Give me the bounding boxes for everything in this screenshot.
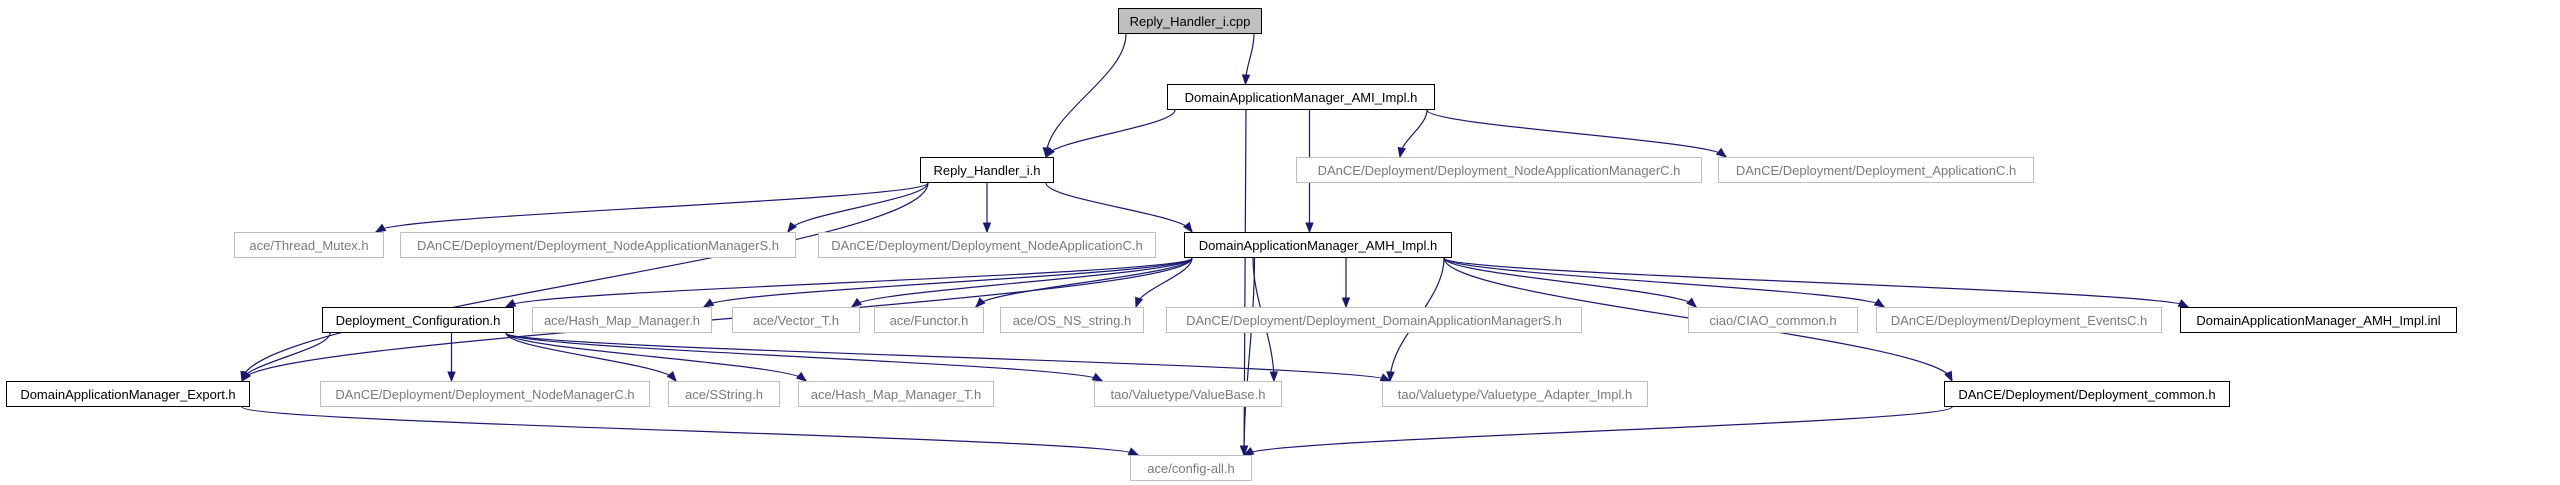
arrowhead-dam_amh_impl_h-to-config_all_h [1239,445,1249,457]
node-tao-valuetype-valuetype-adapter-impl-h: tao/Valuetype/Valuetype_Adapter_Impl.h [1382,381,1648,407]
arrowhead-deploy_config_h-to-sstring_h [666,371,677,383]
node-reply-handler-cpp[interactable]: Reply_Handler_i.cpp [1118,8,1262,34]
node-ace-hash-map-manager-h: ace/Hash_Map_Manager.h [532,307,712,333]
node-ace-thread-mutex-h: ace/Thread_Mutex.h [234,232,384,258]
arrowhead-dam_amh_impl_h-to-eventsc_h [1873,298,1886,308]
arrowhead-dam_ami_impl_h-to-nam_c_h [1397,146,1406,159]
arrowhead-dam_amh_impl_h-to-dam_amh_impl_inl [2177,299,2190,308]
edge-dam_ami_impl_h-to-config_all_h [1243,109,1247,456]
node-ace-config-all-h: ace/config-all.h [1130,455,1252,481]
node-tao-valuetype-valuebase-h: tao/Valuetype/ValueBase.h [1094,381,1282,407]
arrowhead-dam_amh_impl_h-to-vector_t_h [850,297,863,308]
edge-reply_handler_cpp-to-reply_handler_h [1045,33,1127,158]
node-reply-handler-h[interactable]: Reply_Handler_i.h [920,157,1054,183]
arrowhead-deploy_config_h-to-nodemanagerc_h [447,371,456,383]
node-ace-sstring-h: ace/SString.h [668,381,780,407]
node-domainapplicationmanager-amh-impl-h[interactable]: DomainApplicationManager_AMH_Impl.h [1184,232,1452,258]
arrowhead-dam_amh_impl_h-to-os_ns_string_h [1135,296,1144,309]
edge-reply_handler_h-to-nam_s_h [787,182,929,233]
node-domainapplicationmanager-amh-impl-inl[interactable]: DomainApplicationManager_AMH_Impl.inl [2180,307,2457,333]
node-ace-os-ns-string-h: ace/OS_NS_string.h [1000,307,1144,333]
edge-dam_amh_impl_h-to-config_all_h [1243,257,1256,456]
arrowhead-dam_export_h-to-config_all_h [1127,447,1140,456]
node-deployment-nodeapplicationmanagerc-h: DAnCE/Deployment/Deployment_NodeApplicat… [1296,157,1702,183]
node-deployment-nodeapplicationmanagers-h: DAnCE/Deployment/Deployment_NodeApplicat… [400,232,796,258]
arrowhead-dam_ami_impl_h-to-dam_amh_impl_h [1305,222,1314,234]
edge-reply_handler_h-to-dam_amh_impl_h [1045,182,1193,233]
arrowhead-deploy_config_h-to-hash_map_manager_t_h [795,371,808,382]
edge-dam_amh_impl_h-to-dam_amh_impl_inl [1443,257,2189,308]
edge-reply_handler_h-to-dam_export_h [241,182,929,382]
edge-deploy_config_h-to-valuetype_adapter_impl_h [505,332,1391,382]
node-ciao-common-h: ciao/CIAO_common.h [1688,307,1858,333]
arrowhead-reply_handler_h-to-thread_mutex_h [374,223,387,233]
arrowhead-dam_amh_impl_h-to-hash_map_manager_h [702,298,715,308]
node-deployment-common-h[interactable]: DAnCE/Deployment/Deployment_common.h [1944,381,2230,407]
arrowhead-dam_ami_impl_h-to-reply_handler_h [1045,146,1055,159]
edge-dam_amh_impl_h-to-hash_map_manager_h [703,257,1193,308]
arrowhead-dam_amh_impl_h-to-valuebase_h [1269,371,1279,383]
arrowhead-dam_ami_impl_h-to-appc_h [1715,147,1728,158]
arrowhead-deploy_config_h-to-dam_export_h [241,370,251,383]
arrowhead-deploy_common_h-to-config_all_h [1242,447,1255,456]
arrowhead-dam_amh_impl_h-to-valuetype_adapter_impl_h [1386,371,1395,383]
node-domainapplicationmanager-ami-impl-h[interactable]: DomainApplicationManager_AMI_Impl.h [1167,84,1435,110]
arrowhead-dam_amh_impl_h-to-ciao_common_h [1686,297,1698,308]
node-deployment-domainapplicationmanagers-h: DAnCE/Deployment/Deployment_DomainApplic… [1166,307,1582,333]
node-deployment-configuration-h[interactable]: Deployment_Configuration.h [322,307,514,333]
node-ace-functor-h: ace/Functor.h [874,307,984,333]
edge-dam_export_h-to-config_all_h [241,406,1139,456]
node-domainapplicationmanager-export-h[interactable]: DomainApplicationManager_Export.h [6,381,250,407]
arrowhead-reply_handler_h-to-dam_amh_impl_h [1182,221,1193,234]
arrowhead-deploy_config_h-to-valuetype_adapter_impl_h [1379,373,1392,382]
node-deployment-eventsc-h: DAnCE/Deployment/Deployment_EventsC.h [1876,307,2162,333]
edge-deploy_common_h-to-config_all_h [1243,406,1953,456]
arrowhead-deploy_config_h-to-valuebase_h [1091,372,1104,382]
arrowhead-reply_handler_cpp-to-dam_ami_impl_h [1241,74,1251,86]
edge-dam_ami_impl_h-to-appc_h [1426,109,1727,158]
arrowhead-dam_amh_impl_h-to-deploy_common_h [1944,370,1953,383]
node-ace-hash-map-manager-t-h: ace/Hash_Map_Manager_T.h [798,381,994,407]
edge-dam_amh_impl_h-to-deploy_config_h [505,257,1193,308]
edge-dam_amh_impl_h-to-dam_export_h [241,257,1193,382]
arrowhead-dam_amh_impl_h-to-functor_h [975,297,986,308]
arrowhead-dam_amh_impl_h-to-dam_s_h [1341,297,1351,309]
arrowhead-reply_handler_h-to-nam_s_h [787,221,797,234]
arrowhead-dam_amh_impl_h-to-deploy_config_h [504,298,517,308]
edge-dam_amh_impl_h-to-functor_h [975,257,1193,308]
node-ace-vector-t-h: ace/Vector_T.h [732,307,860,333]
edge-reply_handler_h-to-thread_mutex_h [375,182,929,233]
edge-dam_amh_impl_h-to-eventsc_h [1443,257,1885,308]
edge-dam_amh_impl_h-to-vector_t_h [851,257,1193,308]
edge-deploy_config_h-to-valuebase_h [505,332,1103,382]
node-deployment-applicationc-h: DAnCE/Deployment/Deployment_ApplicationC… [1718,157,2034,183]
edge-deploy_config_h-to-hash_map_manager_t_h [505,332,807,382]
arrowhead-reply_handler_h-to-nodeappc_h [982,222,992,234]
edge-deploy_config_h-to-dam_export_h [241,332,331,382]
node-deployment-nodeapplicationc-h: DAnCE/Deployment/Deployment_NodeApplicat… [818,232,1156,258]
edge-dam_amh_impl_h-to-ciao_common_h [1443,257,1697,308]
node-deployment-nodemanagerc-h: DAnCE/Deployment/Deployment_NodeManagerC… [320,381,650,407]
